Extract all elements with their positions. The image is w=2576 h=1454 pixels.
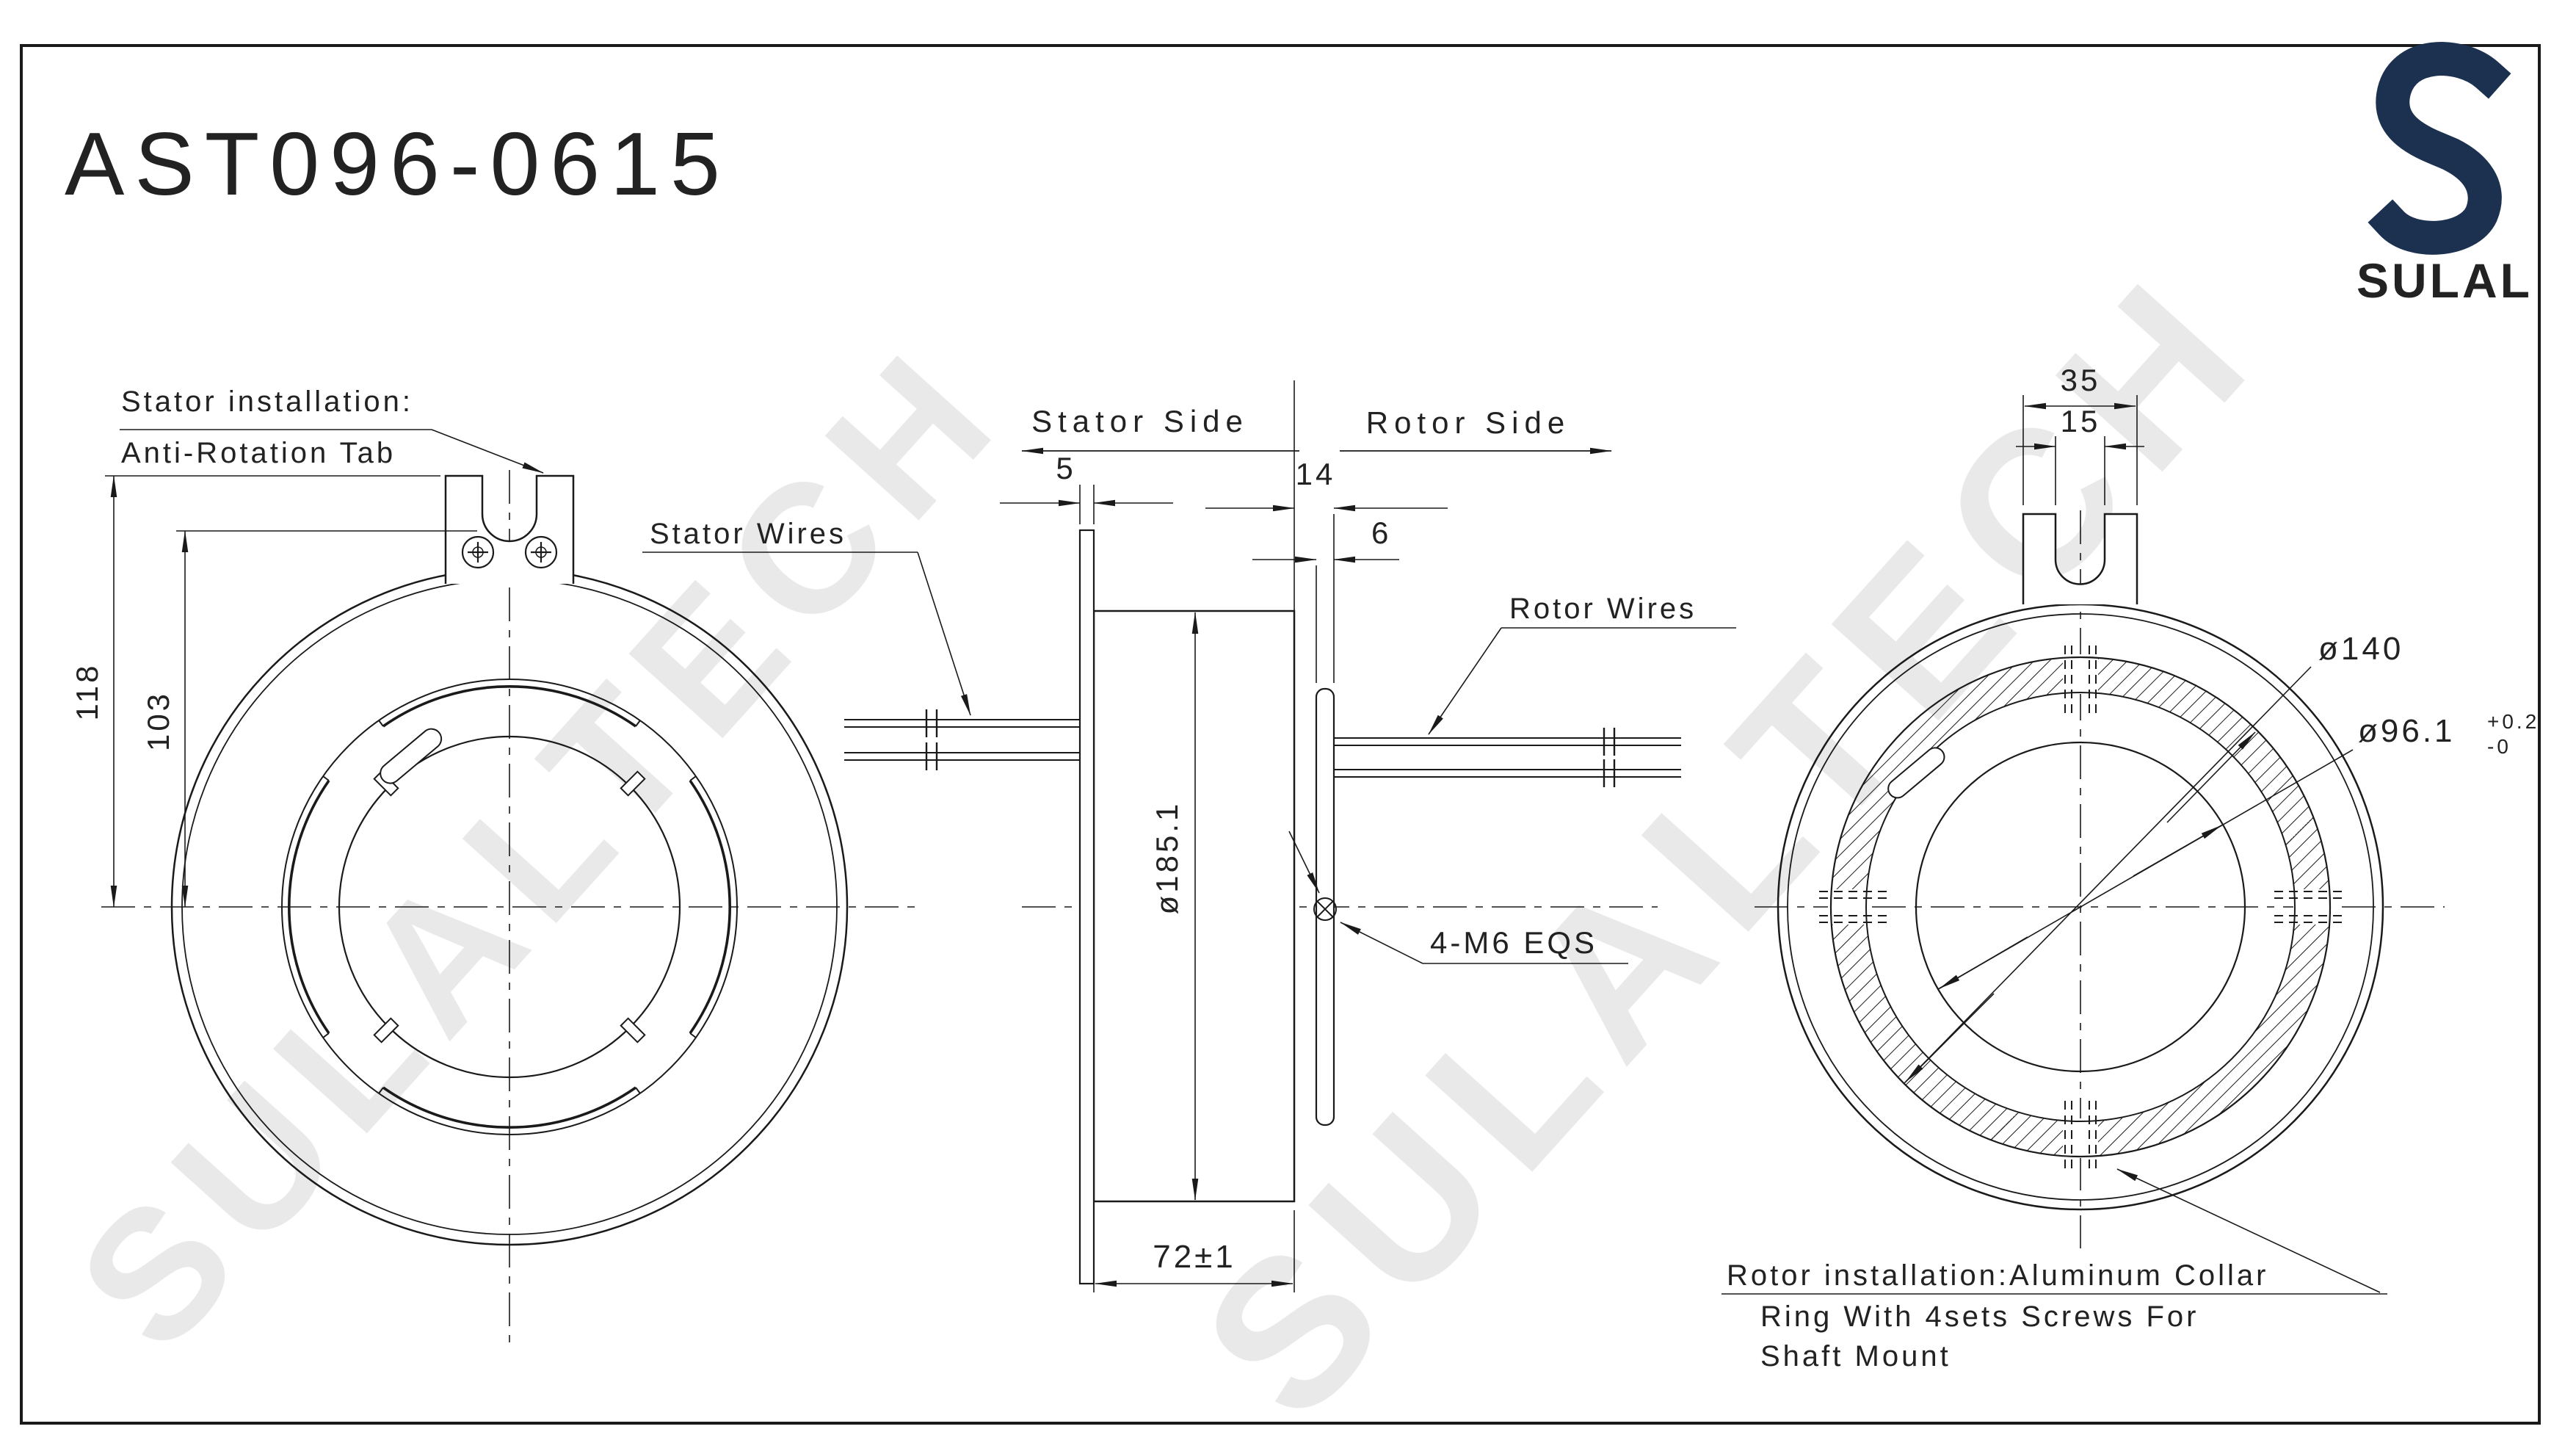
brand-logo: SULAL [2357, 42, 2533, 308]
tab-leader [431, 429, 544, 474]
dim-96-label: ø96.1 [2358, 713, 2456, 749]
rear-screw-strips [1828, 654, 2333, 1158]
stator-wires-leader [917, 551, 971, 716]
rotor-side-header: Rotor Side [1366, 405, 1570, 440]
side-body [1092, 610, 1296, 1203]
side-screw-symbol [1313, 897, 1337, 921]
side-dimensions [642, 485, 1736, 1292]
rear-screw-hidden-lines [1819, 645, 2342, 1168]
stator-installation-label-line2: Anti-Rotation Tab [121, 437, 396, 469]
stator-installation-label-line1: Stator installation: [121, 386, 413, 418]
rear-view [1755, 510, 2445, 1248]
m6-leader [1340, 922, 1423, 964]
side-flange [1078, 529, 1095, 1285]
rotor-note-line1: Rotor installation:Aluminum Collar [1727, 1259, 2268, 1292]
dim-96-tol-plus: +0.2 [2487, 710, 2539, 733]
dim-5-label: 5 [1056, 451, 1075, 485]
side-collar [1315, 687, 1335, 1126]
m6-screws-label: 4-M6 EQS [1430, 925, 1597, 960]
dim-6-label: 6 [1371, 516, 1391, 550]
rear-slot [1887, 747, 1945, 799]
front-bore-keys [373, 770, 646, 1044]
stator-side-header: Stator Side [1031, 404, 1249, 438]
front-slot [380, 728, 443, 784]
rear-collar-inner-circle [1865, 692, 2296, 1122]
rear-tab [2022, 513, 2138, 604]
dim-14-label: 14 [1296, 457, 1336, 491]
front-bore-circle [338, 735, 681, 1079]
front-key-arcs [287, 684, 732, 1129]
rotor-wires-label: Rotor Wires [1509, 593, 1697, 625]
ribbon-s-icon [2368, 42, 2511, 255]
dim-140-label: ø140 [2318, 631, 2403, 667]
dim-185-label: ø185.1 [1150, 801, 1184, 915]
rotor-wires-leader [1428, 627, 1502, 735]
rotor-note-line2: Ring With 4sets Screws For [1760, 1301, 2199, 1333]
rotor-wires [1334, 728, 1681, 787]
dim-35-label: 35 [2061, 363, 2101, 397]
dim-118-label: 118 [70, 663, 104, 721]
sheet-border [20, 44, 2541, 1425]
rotor-note-line3: Shaft Mount [1760, 1340, 1951, 1372]
dim-96-tol-minus: -0 [2487, 735, 2511, 758]
brand-name: SULAL [2357, 253, 2533, 308]
dim-72-label: 72±1 [1153, 1239, 1236, 1275]
rear-dimensions [1721, 395, 2387, 1295]
front-tab-screws [461, 535, 558, 569]
stator-wires [844, 709, 1080, 770]
stator-wires-label: Stator Wires [650, 518, 846, 550]
front-hub-circle [281, 679, 738, 1135]
rear-bore-circle [1915, 741, 2246, 1073]
rear-outer-rim-circle [1787, 613, 2374, 1201]
rear-collar-outer-circle [1829, 656, 2332, 1158]
front-dimensions [105, 429, 544, 908]
drawing-title: AST096-0615 [65, 114, 730, 214]
dim-103-label: 103 [141, 691, 175, 751]
dim-15-label: 15 [2061, 404, 2101, 438]
note-leader [2116, 1168, 2381, 1293]
front-view [101, 470, 924, 1351]
